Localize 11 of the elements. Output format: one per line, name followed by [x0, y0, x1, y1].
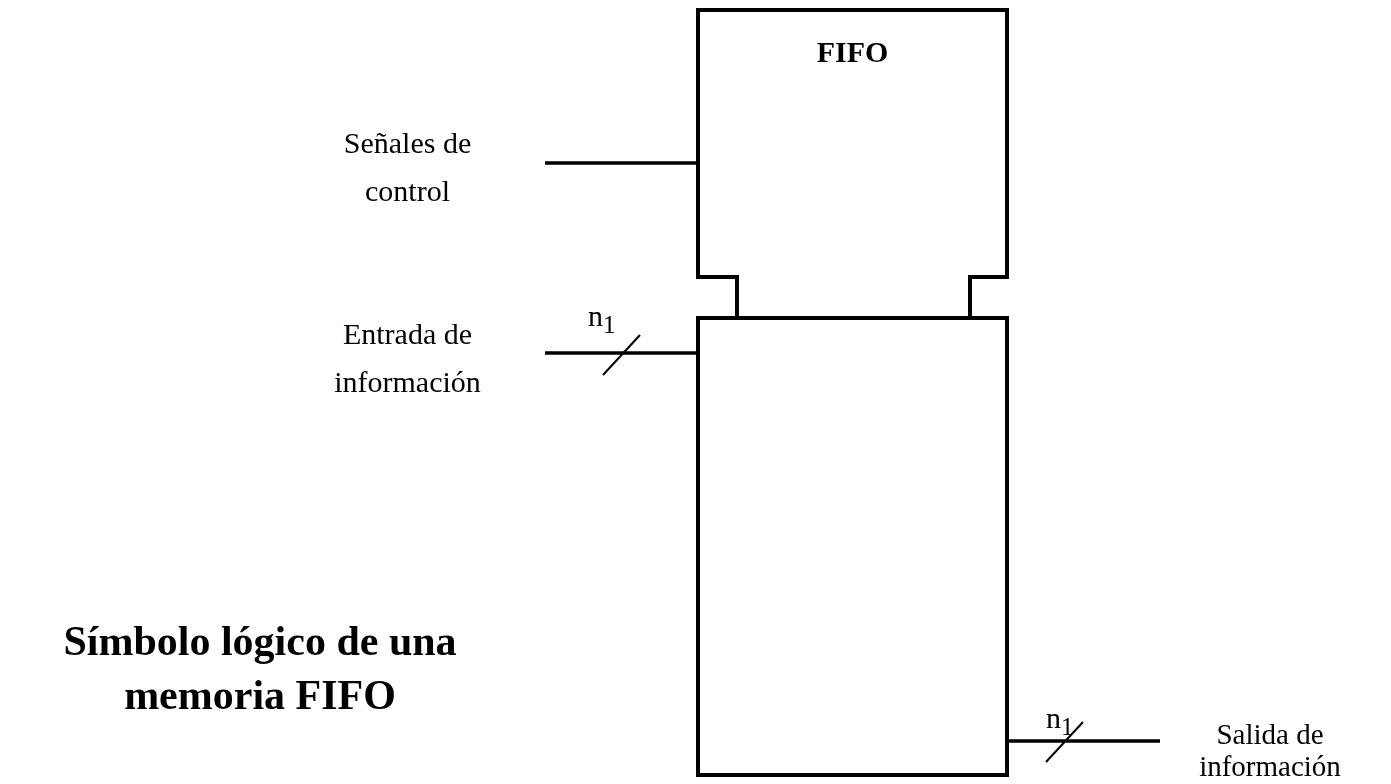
- signal-label: Entrada de información: [300, 310, 545, 406]
- block-title: FIFO: [815, 34, 890, 70]
- bus-width-label: n$_{1}$: [588, 300, 616, 340]
- signal-line: [1009, 739, 1160, 743]
- bus-width-label: n$_{1}$: [1046, 702, 1074, 742]
- diagram-title: Símbolo lógico de una memoria FIFO: [62, 617, 458, 720]
- signal-line: [545, 161, 696, 165]
- signal-label: Señales de control: [300, 119, 545, 215]
- memory-block: [696, 316, 1009, 777]
- signal-label: Salida de información: [1160, 718, 1380, 784]
- signal-line: [545, 351, 696, 355]
